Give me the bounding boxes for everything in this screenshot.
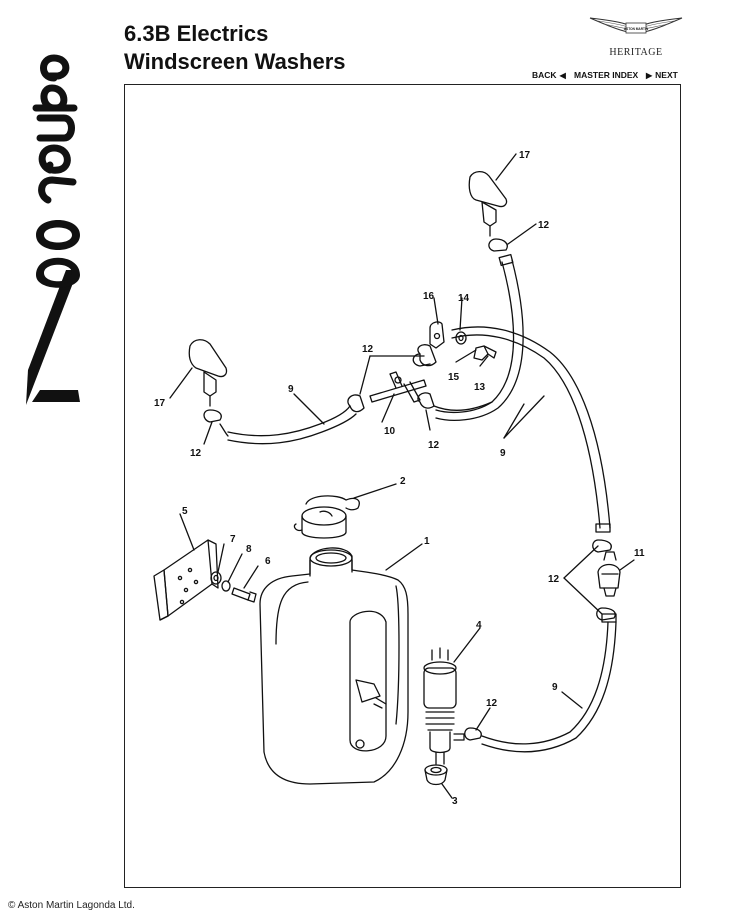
copyright-footer: © Aston Martin Lagonda Ltd. [8,900,135,911]
callout-14-washer: 14 [458,293,470,304]
next-arrow-icon: ▶ [646,70,653,80]
washer-exploded-diagram: 17 12 16 14 12 15 13 9 10 12 9 17 12 2 1… [153,150,645,807]
callout-4-pump: 4 [476,620,482,631]
callout-12-pump-clip: 12 [486,698,498,709]
callout-1-reservoir: 1 [424,536,430,547]
v8-coupe-side-logo [26,54,80,405]
callout-9-right-hoses: 9 [500,448,506,459]
non-return-valve [597,551,621,597]
reservoir-cap [293,495,360,539]
section-title: 6.3B Electrics [124,21,269,46]
callout-12-tee-right-clip: 12 [428,440,440,451]
callout-12-valve-clips: 12 [548,574,560,585]
callout-10-tee: 10 [384,426,396,437]
callout-9-left-hose: 9 [288,384,294,395]
next-label: NEXT [655,70,678,80]
callout-5-bracket: 5 [182,506,188,517]
washer-jet-right [468,170,508,237]
callout-12-tee-clips: 12 [362,344,374,355]
back-arrow-icon: ◀ [559,70,566,80]
bracket [429,321,445,349]
callout-3-grommet: 3 [452,796,458,807]
section-subtitle: Windscreen Washers [124,49,346,74]
brand-logo-text: ASTON MARTIN [624,27,649,31]
next-link[interactable]: ▶ NEXT [646,68,678,82]
back-label: BACK [532,70,557,80]
master-index-label: MASTER INDEX [574,70,639,80]
callout-11-valve: 11 [634,548,645,559]
master-index-link[interactable]: MASTER INDEX [574,68,638,82]
callout-6-screw: 6 [265,556,271,567]
pump-grommet [424,764,448,786]
callout-9-pump-hose: 9 [552,682,558,693]
diagram-frame [124,84,681,888]
callout-13-screw: 13 [474,382,486,393]
back-link[interactable]: BACK ◀ [532,68,566,82]
callout-12-right-clip: 12 [538,220,550,231]
page-title: 6.3B Electrics Windscreen Washers [124,20,346,76]
washer-jet-left [188,339,228,407]
washer-reservoir [259,547,409,785]
heritage-label: HERITAGE [609,47,663,58]
callout-2-cap: 2 [400,476,406,487]
tee-connector [369,371,427,403]
callout-7-washer: 7 [230,534,236,545]
callout-15-nut: 15 [448,372,460,383]
callout-16-bracket: 16 [423,291,435,302]
callout-17-right-jet: 17 [519,150,531,161]
washer-pump [423,647,465,765]
callout-8-washer: 8 [246,544,252,555]
callout-12-left-clip: 12 [190,448,202,459]
callout-17-left-jet: 17 [154,398,166,409]
hose-clip [488,238,508,252]
mounting-bracket [153,539,219,621]
aston-martin-wings-logo: ASTON MARTIN [589,17,683,34]
